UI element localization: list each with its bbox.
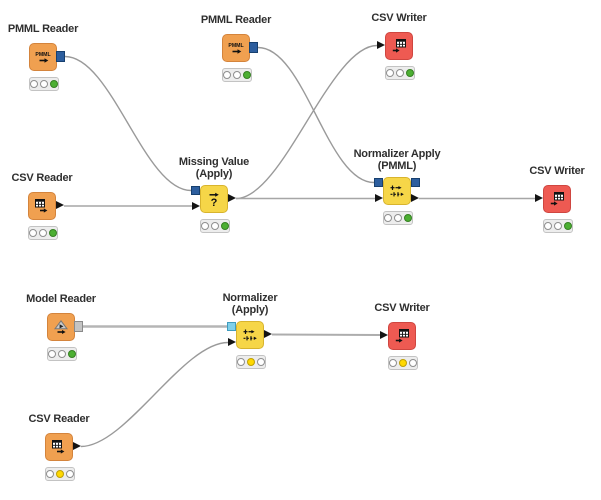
node-body[interactable] <box>47 313 75 341</box>
pmml-reader-icon: PMML <box>228 43 244 54</box>
traffic-light <box>47 347 77 361</box>
data-input-port[interactable] <box>377 41 385 49</box>
data-input-port[interactable] <box>228 338 236 346</box>
node-csv-reader-top[interactable]: CSV Reader <box>12 172 73 240</box>
node-csv-writer-top-right[interactable]: CSV Writer <box>371 12 427 80</box>
node-normalizer-apply-pmml[interactable]: Normalizer Apply(PMML) <box>354 148 441 225</box>
traffic-light <box>543 219 573 233</box>
connection-csv-reader-to-normalizer[interactable] <box>80 341 229 448</box>
node-label: Model Reader <box>26 293 96 305</box>
node-body[interactable] <box>236 321 264 349</box>
pmml-model-input-port[interactable] <box>374 178 383 187</box>
csv-writer-icon <box>392 39 406 53</box>
data-input-port[interactable] <box>535 194 543 202</box>
data-output-port[interactable] <box>56 201 64 209</box>
traffic-light <box>222 68 252 82</box>
node-body[interactable]: ? <box>200 185 228 213</box>
svg-text:PMML: PMML <box>35 52 51 58</box>
node-label: PMML Reader <box>7 23 79 35</box>
node-label: CSV Writer <box>374 302 430 314</box>
svg-text:?: ? <box>211 197 218 208</box>
node-label: CSV Reader <box>11 172 73 184</box>
data-output-port[interactable] <box>73 442 81 450</box>
node-label: PMML Reader <box>200 14 272 26</box>
node-body[interactable] <box>388 322 416 350</box>
pmml-model-input-port[interactable] <box>191 186 200 195</box>
node-csv-reader-bottom[interactable]: CSV Reader <box>29 413 90 481</box>
traffic-light <box>236 355 266 369</box>
node-csv-writer-right[interactable]: CSV Writer <box>529 165 585 233</box>
traffic-light <box>383 211 413 225</box>
data-output-port[interactable] <box>411 194 419 202</box>
data-input-port[interactable] <box>192 202 200 210</box>
node-label: Normalizer(Apply) <box>222 292 278 316</box>
node-label: Normalizer Apply(PMML) <box>353 148 441 172</box>
traffic-light <box>388 356 418 370</box>
node-pmml-reader-top-left[interactable]: PMML Reader PMML <box>8 23 78 91</box>
node-body[interactable] <box>45 433 73 461</box>
node-label: Missing Value(Apply) <box>178 156 250 180</box>
normalizer-icon <box>390 185 404 197</box>
node-label: CSV Writer <box>371 12 427 24</box>
node-label: CSV Writer <box>529 165 585 177</box>
csv-reader-icon <box>52 440 65 454</box>
connection-missing-value-to-csv-writer-top[interactable] <box>235 44 378 200</box>
node-normalizer-apply[interactable]: Normalizer(Apply) <box>223 292 278 369</box>
node-body[interactable]: PMML <box>222 34 250 62</box>
data-input-port[interactable] <box>380 331 388 339</box>
node-body[interactable] <box>543 185 571 213</box>
data-output-port[interactable] <box>228 194 236 202</box>
csv-reader-icon <box>35 199 48 213</box>
node-missing-value-apply[interactable]: Missing Value(Apply) ? <box>179 156 249 233</box>
pmml-output-port[interactable] <box>56 51 65 62</box>
data-input-port[interactable] <box>375 194 383 202</box>
csv-writer-icon <box>550 192 564 206</box>
node-body[interactable] <box>28 192 56 220</box>
pmml-reader-icon: PMML <box>35 52 51 63</box>
pmml-model-output-port[interactable] <box>411 178 420 187</box>
node-body[interactable]: PMML <box>29 43 57 71</box>
missing-value-icon: ? <box>209 192 219 208</box>
pmml-output-port[interactable] <box>249 42 258 53</box>
traffic-light <box>28 226 58 240</box>
traffic-light <box>385 66 415 80</box>
node-model-reader[interactable]: Model Reader <box>26 293 96 361</box>
node-label: CSV Reader <box>28 413 90 425</box>
csv-writer-icon <box>395 329 409 343</box>
model-output-port[interactable] <box>74 321 83 332</box>
node-body[interactable] <box>383 177 411 205</box>
traffic-light <box>29 77 59 91</box>
data-output-port[interactable] <box>264 330 272 338</box>
traffic-light <box>200 219 230 233</box>
connection-pmml1-to-missing-value[interactable] <box>64 55 192 192</box>
node-body[interactable] <box>385 32 413 60</box>
traffic-light <box>45 467 75 481</box>
node-pmml-reader-top-middle[interactable]: PMML Reader PMML <box>201 14 271 82</box>
normalizer-icon <box>243 329 257 341</box>
model-reader-icon <box>54 319 68 334</box>
connection-pmml2-to-normalizer-apply-pmml[interactable] <box>257 46 375 184</box>
node-csv-writer-bottom[interactable]: CSV Writer <box>374 302 430 370</box>
svg-text:PMML: PMML <box>228 43 244 49</box>
connection-normalizer-to-csv-writer-bottom[interactable] <box>271 333 381 336</box>
model-input-port[interactable] <box>227 322 236 331</box>
